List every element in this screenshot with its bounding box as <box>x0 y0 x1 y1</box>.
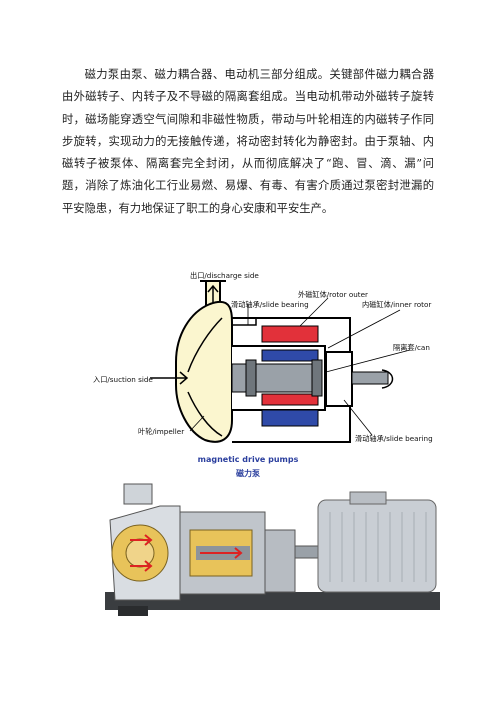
label-slide-bearing-bottom: 滑动轴承/slide bearing <box>355 434 433 443</box>
label-rotor-outer: 外磁缸体/rotor outer <box>298 290 368 299</box>
outer-magnet-top <box>261 325 319 343</box>
label-slide-bearing-top: 滑动轴承/slide bearing <box>231 300 309 309</box>
label-discharge: 出口/discharge side <box>190 271 259 280</box>
discharge-arrow-icon <box>207 284 219 304</box>
bearing-frame <box>264 529 296 593</box>
suction-arrow-icon <box>150 371 189 385</box>
caption-english: magnetic drive pumps <box>197 455 299 464</box>
drive-shaft <box>351 371 389 385</box>
caption-chinese: 磁力泵 <box>236 469 260 478</box>
pump-photo <box>95 478 445 618</box>
base-plate <box>105 592 440 610</box>
bearing-block <box>325 351 353 407</box>
inner-magnet-bottom <box>261 393 319 406</box>
rotation-arrow-icon <box>381 369 394 389</box>
inner-magnet-top <box>261 349 319 362</box>
intro-paragraph: 磁力泵由泵、磁力耦合器、电动机三部分组成。关键部件磁力耦合器由外磁转子、内转子及… <box>62 64 434 220</box>
motor <box>317 499 437 593</box>
inner-shaft <box>231 363 319 393</box>
label-can: 隔离套/can <box>393 343 430 352</box>
impeller-blade <box>187 317 223 373</box>
label-impeller: 叶轮/impeller <box>138 427 185 436</box>
intro-text: 磁力泵由泵、磁力耦合器、电动机三部分组成。关键部件磁力耦合器由外磁转子、内转子及… <box>62 68 434 215</box>
label-inner-rotor: 内磁缸体/inner rotor <box>362 300 432 309</box>
impeller-casing <box>175 301 233 443</box>
label-suction: 入口/suction side <box>93 375 153 384</box>
outer-magnet-bottom <box>261 409 319 427</box>
